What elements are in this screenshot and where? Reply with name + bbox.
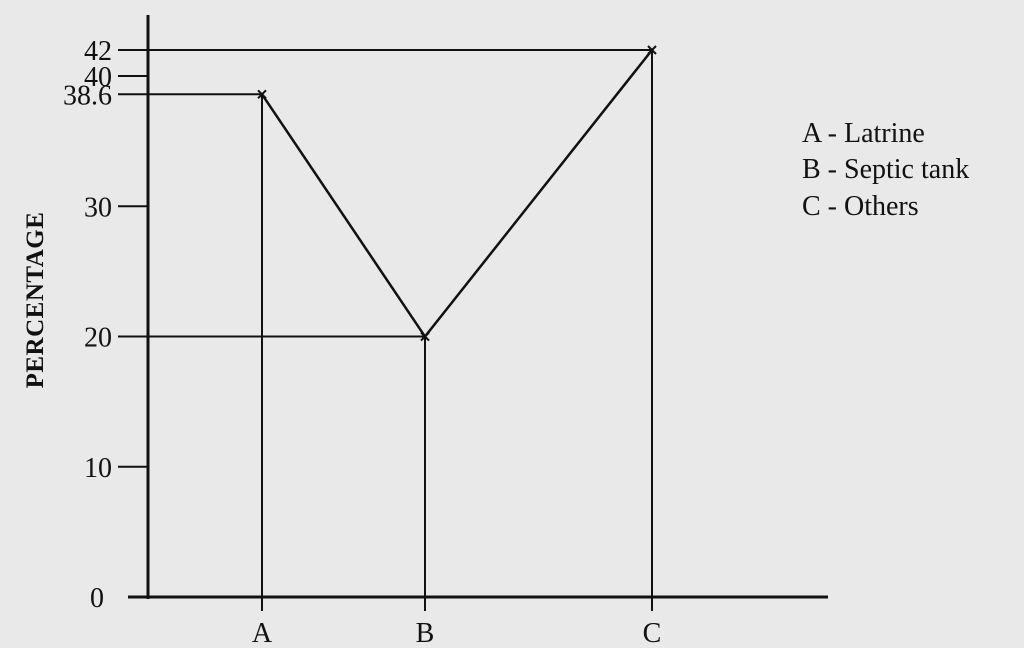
data-point	[647, 45, 657, 55]
y-tick-label: 20	[84, 323, 112, 354]
y-tick-label: 42	[84, 36, 112, 67]
y-axis-label: PERCENTAGE	[22, 212, 49, 389]
legend-item-b: B - Septic tank	[802, 154, 970, 186]
y-tick-label: 10	[84, 453, 112, 484]
x-category-label: C	[643, 618, 662, 648]
point-marker-stroke	[257, 89, 267, 99]
point-marker-stroke	[420, 331, 430, 342]
legend-item-c: C - Others	[802, 190, 919, 222]
legend-item-a: A - Latrine	[802, 118, 925, 149]
x-category-label: B	[416, 618, 435, 648]
series-line	[260, 49, 653, 339]
point-marker-stroke	[647, 45, 657, 55]
y-tick-label: 40	[84, 62, 112, 93]
y-tick-label: 38.6	[63, 80, 112, 111]
data-point	[257, 89, 267, 99]
y-tick-label: 0	[90, 583, 104, 614]
x-category-label: A	[252, 618, 273, 648]
data-point	[420, 331, 430, 342]
legend: A - Latrine B - Septic tank C - Others	[802, 116, 969, 225]
y-tick-label: 30	[84, 192, 112, 223]
